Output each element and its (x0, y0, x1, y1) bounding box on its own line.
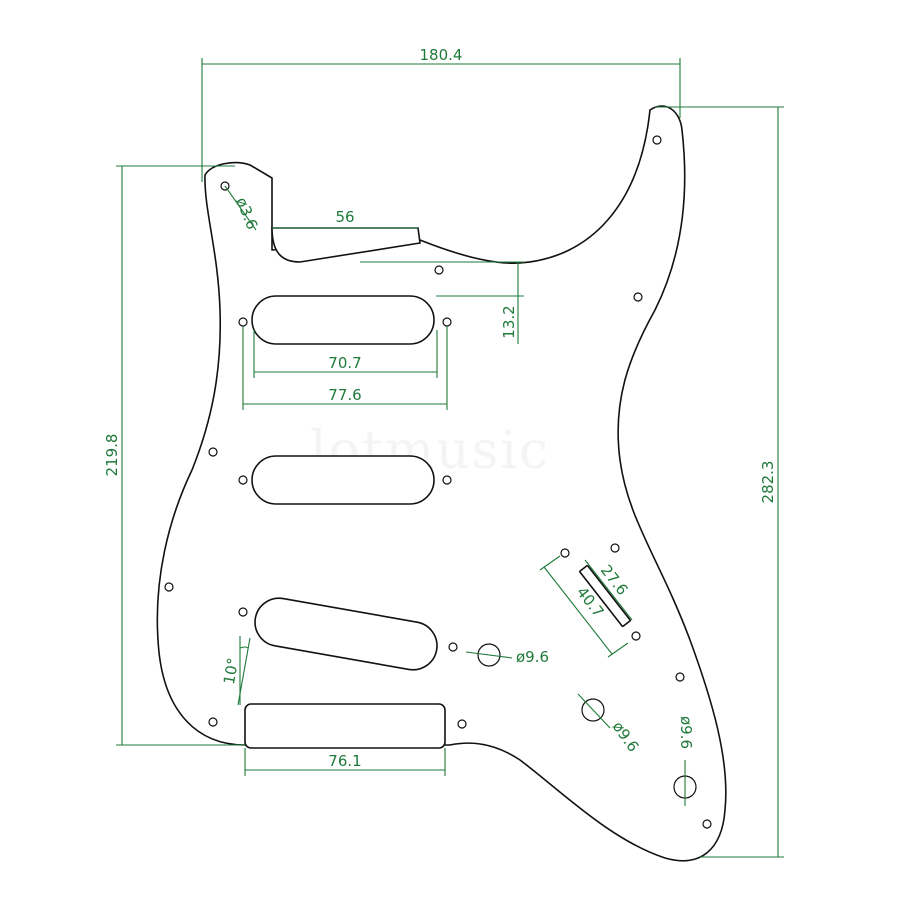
svg-text:ø3.6: ø3.6 (232, 195, 261, 232)
svg-text:77.6: 77.6 (328, 386, 361, 404)
dim-pot-hole-3: ø9.6 (677, 716, 695, 806)
svg-text:56: 56 (335, 208, 354, 226)
svg-text:70.7: 70.7 (328, 354, 361, 372)
middle-pickup-slot (251, 455, 435, 505)
bridge-cutout (244, 703, 446, 749)
switch-slot (579, 564, 631, 628)
svg-text:219.8: 219.8 (103, 434, 121, 477)
dim-overall-width: 180.4 (201, 46, 681, 182)
svg-text:ø9.6: ø9.6 (516, 648, 549, 666)
dim-pickup-inner: 70.7 (253, 330, 438, 378)
dim-neck-pocket-width: 56 (272, 208, 418, 229)
svg-text:282.3: 282.3 (759, 461, 777, 504)
dim-body-height: 219.8 (103, 165, 245, 746)
dim-bridge-width: 76.1 (244, 748, 446, 776)
svg-text:10°: 10° (220, 656, 242, 685)
bridge-pickup-slot (254, 597, 438, 671)
svg-text:76.1: 76.1 (328, 752, 361, 770)
svg-text:13.2: 13.2 (500, 305, 518, 338)
svg-text:ø9.6: ø9.6 (677, 716, 695, 749)
dim-pickup-spacing: 13.2 (360, 261, 524, 344)
dim-bridge-angle: 10° (220, 636, 251, 706)
screw-holes (164, 135, 712, 829)
svg-text:ø9.6: ø9.6 (609, 718, 643, 755)
pickguard-outline (156, 105, 727, 862)
neck-pocket-cutout (271, 227, 421, 263)
dim-pot-hole-1: ø9.6 (465, 648, 549, 666)
dim-pickup-outer: 77.6 (242, 326, 448, 410)
dim-overall-height: 282.3 (655, 106, 784, 858)
svg-text:180.4: 180.4 (420, 46, 463, 64)
neck-pickup-slot (251, 295, 435, 345)
dim-screw-hole: ø3.6 (224, 185, 261, 232)
